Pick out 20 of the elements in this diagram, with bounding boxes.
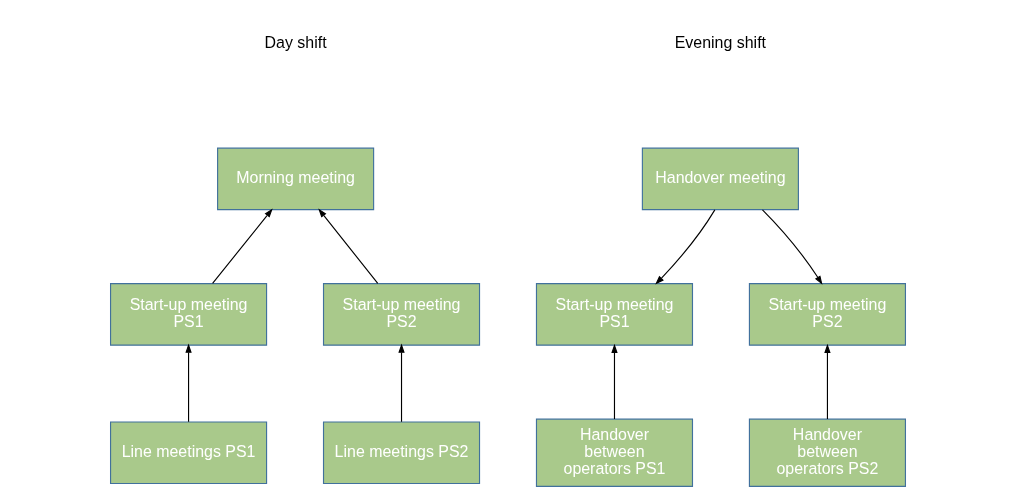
node-box: Handover between operators PS1	[535, 418, 693, 487]
arrow	[317, 208, 378, 284]
node-box: Start-up meeting PS2	[748, 283, 906, 346]
arrow	[211, 208, 273, 284]
label: Day shift	[264, 33, 327, 51]
node-box: Handover between operators PS2	[748, 418, 906, 487]
arrow	[397, 343, 405, 423]
label: Evening shift	[674, 33, 766, 51]
arrow	[610, 343, 618, 420]
arrow	[184, 343, 192, 423]
node-box: Morning meeting	[216, 147, 374, 211]
node-box: Start-up meeting PS2	[322, 283, 480, 346]
arrow	[654, 209, 715, 285]
arrow	[761, 209, 822, 285]
node-box: Line meetings PS1	[109, 421, 267, 485]
node-box: Start-up meeting PS1	[535, 283, 693, 346]
node-box: Handover meeting	[641, 147, 799, 211]
node-box: Line meetings PS2	[322, 421, 480, 485]
node-box: Start-up meeting PS1	[109, 283, 267, 346]
arrow	[823, 343, 831, 420]
